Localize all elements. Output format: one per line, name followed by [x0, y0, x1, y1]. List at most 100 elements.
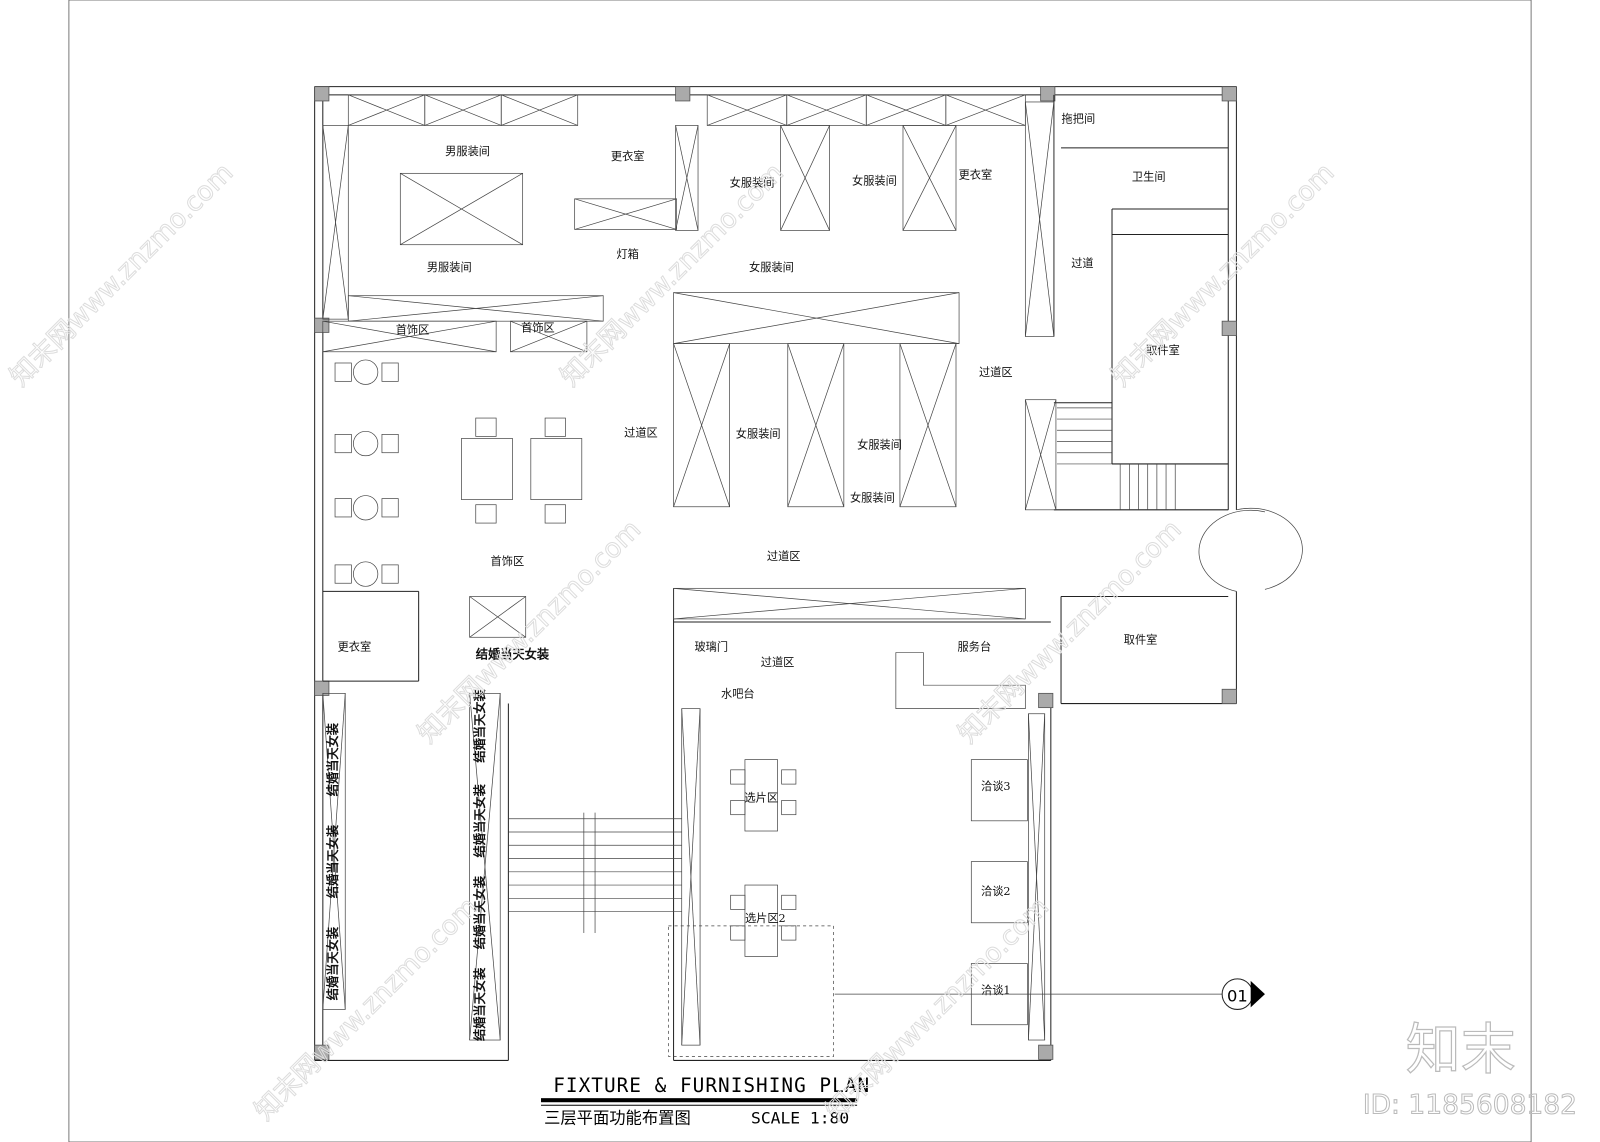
- display-label: 结婚当天女装: [325, 926, 340, 1000]
- room-label: 玻璃门: [694, 640, 728, 654]
- room-label: 洽谈1: [981, 984, 1011, 997]
- display-cabinet: [510, 320, 588, 353]
- display-cabinet: [673, 292, 960, 344]
- column: [1221, 86, 1237, 102]
- service-desk: [895, 652, 1026, 710]
- watermark-text: 知末网www.znzmo.com: [1105, 157, 1340, 392]
- display-label: 结婚当天女装: [472, 967, 487, 1041]
- watermark-id: ID: 1185608182: [1363, 1089, 1577, 1120]
- armchair: [381, 434, 399, 454]
- room-label: 过道: [1071, 256, 1093, 270]
- armchair: [334, 564, 352, 584]
- column: [1038, 692, 1054, 709]
- display-cabinet: [399, 172, 524, 246]
- chair: [781, 894, 797, 910]
- display-cabinet: [706, 94, 788, 126]
- display-cabinet: [469, 693, 501, 1041]
- watermark-text: 知末网www.znzmo.com: [412, 514, 647, 749]
- room-label: 过道区: [761, 655, 795, 669]
- display-cabinet: [1028, 713, 1046, 1041]
- room-label: 女服装间: [730, 176, 775, 190]
- room-label: 选片区: [744, 791, 778, 804]
- room-label: 过道区: [624, 425, 658, 439]
- plan-title: FIXTURE & FURNISHING PLAN: [553, 1074, 870, 1097]
- table: [970, 759, 1028, 822]
- title-block: FIXTURE & FURNISHING PLAN 三层平面功能布置图 SCAL…: [541, 1074, 870, 1128]
- room-label: 女服装间: [852, 174, 897, 188]
- table: [970, 861, 1028, 924]
- watermark-text: 知末网www.znzmo.com: [952, 514, 1187, 749]
- watermark-text: 知末网www.znzmo.com: [4, 157, 239, 392]
- room-label: 男服装间: [427, 261, 472, 274]
- column: [675, 86, 691, 102]
- drawing-frame: [68, 0, 1532, 1142]
- chair: [475, 417, 497, 437]
- round-table: [353, 495, 379, 521]
- room-label: 取件室: [1146, 343, 1180, 357]
- display-label: 结婚当天女装: [476, 647, 550, 662]
- column: [314, 317, 330, 333]
- watermarks: 知末 ID: 1185608182 知末网www.znzmo.com 知末网ww…: [4, 157, 1578, 1127]
- display-cabinet: [500, 94, 579, 126]
- column: [1038, 1044, 1054, 1060]
- column: [314, 1044, 330, 1060]
- room-label: 取件室: [1124, 632, 1158, 646]
- display-cabinet: [787, 343, 845, 508]
- chair: [781, 769, 797, 785]
- round-table: [353, 430, 379, 457]
- display-cabinet: [322, 693, 346, 1010]
- round-table: [353, 359, 379, 385]
- room-label: 女服装间: [736, 426, 781, 440]
- armchair: [381, 362, 399, 382]
- room-label: 服务台: [958, 640, 992, 654]
- room-label: 女服装间: [857, 438, 902, 452]
- display-label: 结婚当天女装: [325, 824, 340, 898]
- chair: [781, 925, 797, 941]
- furniture: [322, 94, 1057, 1057]
- chair: [730, 925, 746, 941]
- room-label: 选片区2: [745, 912, 786, 925]
- armchair: [334, 498, 352, 518]
- room-label: 首饰区: [491, 554, 525, 568]
- chair: [730, 800, 746, 816]
- room-label: 洽谈3: [981, 780, 1011, 793]
- desk: [530, 438, 583, 500]
- entry-door: [1198, 507, 1303, 592]
- display-cabinet: [347, 295, 604, 322]
- room-label: 男服装间: [445, 145, 490, 158]
- room-label: 首饰区: [396, 322, 430, 336]
- room-label: 更衣室: [338, 640, 372, 654]
- room-label: 拖把间: [1062, 111, 1096, 125]
- room-label: 过道区: [979, 365, 1013, 379]
- chair: [730, 769, 746, 785]
- display-cabinet: [469, 596, 527, 638]
- table: [744, 759, 778, 832]
- display-cabinet: [899, 343, 957, 508]
- room-label: 灯箱: [616, 247, 638, 261]
- display-cabinet: [322, 320, 497, 353]
- armchair: [381, 564, 399, 584]
- table: [744, 884, 778, 957]
- chair: [730, 894, 746, 910]
- display-cabinet: [673, 343, 731, 508]
- column: [1221, 320, 1237, 336]
- display-cabinet: [945, 94, 1026, 126]
- display-label: 结婚当天女装: [325, 722, 340, 796]
- room-label: 女服装间: [850, 491, 895, 505]
- room-label: 水吧台: [721, 686, 755, 700]
- armchair: [334, 434, 352, 454]
- display-cabinet: [673, 587, 1026, 620]
- room-label: 女服装间: [749, 260, 794, 274]
- column: [314, 680, 330, 696]
- chair: [475, 504, 497, 524]
- armchair: [381, 498, 399, 518]
- column: [1221, 688, 1237, 704]
- plan-subtitle: 三层平面功能布置图: [544, 1109, 691, 1128]
- display-cabinet: [865, 94, 947, 126]
- column: [1040, 86, 1056, 102]
- display-cabinet: [424, 94, 502, 126]
- watermark-text: 知末网www.znzmo.com: [820, 891, 1055, 1126]
- room-label: 洽谈2: [981, 885, 1011, 898]
- display-cabinet: [574, 198, 677, 230]
